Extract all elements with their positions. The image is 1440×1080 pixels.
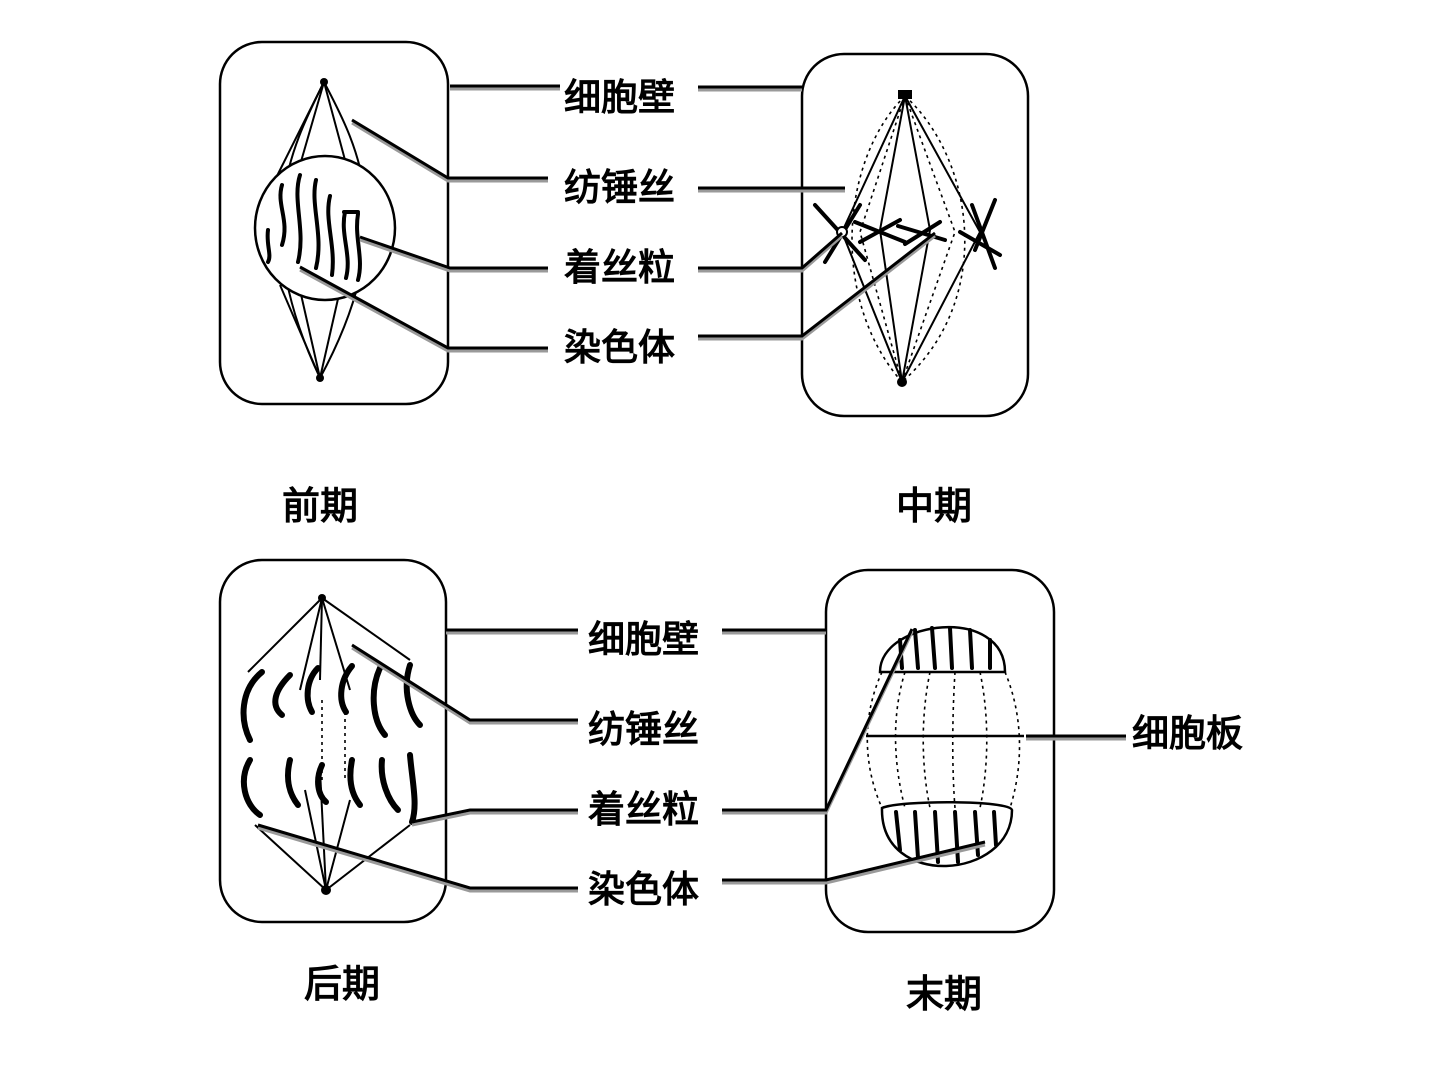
anaphase-cell [218, 558, 448, 924]
prophase-cell [218, 40, 450, 406]
anaphase-cell-wall [218, 558, 448, 924]
telophase-spindle [866, 671, 1024, 809]
telophase-chromosomes [894, 626, 998, 864]
prophase-nucleus [253, 154, 397, 302]
bottom-leader-lines [257, 628, 1126, 893]
prophase-spindle [274, 78, 368, 382]
phase-name-anaphase: 后期 [304, 961, 381, 1006]
label-cell-wall-top: 细胞壁 [564, 76, 675, 119]
telophase-cell [824, 568, 1056, 934]
prophase-chromosomes [265, 173, 362, 282]
telophase-cell-wall [824, 568, 1056, 934]
label-centromere-bottom: 着丝粒 [588, 788, 699, 831]
anaphase-chromosomes [240, 662, 423, 825]
label-chromosome-bottom: 染色体 [588, 868, 699, 911]
phase-name-telophase: 末期 [906, 971, 983, 1016]
label-spindle-bottom: 纺锤丝 [588, 708, 699, 751]
label-cell-wall-bottom: 细胞壁 [588, 618, 699, 661]
label-chromosome-top: 染色体 [564, 326, 675, 369]
phase-name-metaphase: 中期 [896, 483, 973, 528]
prophase-cell-wall [218, 40, 450, 406]
phase-name-prophase: 前期 [282, 483, 359, 528]
metaphase-chromosomes [813, 198, 1002, 270]
label-cell-plate: 细胞板 [1132, 712, 1243, 755]
metaphase-cell [800, 52, 1030, 418]
label-centromere-top: 着丝粒 [564, 246, 675, 289]
label-spindle-top: 纺锤丝 [564, 166, 675, 209]
metaphase-cell-wall [800, 52, 1030, 418]
top-leader-lines [299, 84, 936, 353]
